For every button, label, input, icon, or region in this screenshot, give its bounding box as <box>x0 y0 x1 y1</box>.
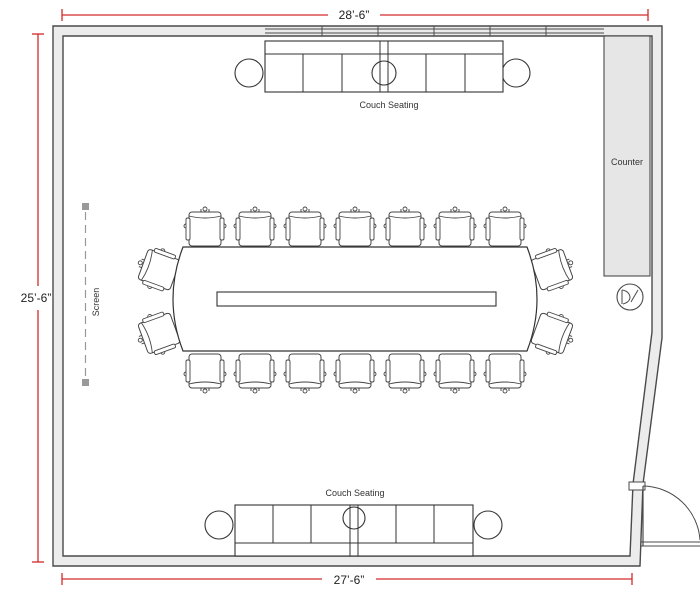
table-center-strip <box>216 291 497 307</box>
chair <box>433 206 477 247</box>
chair <box>183 206 227 247</box>
chairs-bottom-row <box>183 353 527 394</box>
chair <box>333 353 377 394</box>
chair <box>383 206 427 247</box>
chair <box>283 206 327 247</box>
dimension-bottom-label: 27’-6” <box>334 573 365 587</box>
projection-screen <box>82 203 89 386</box>
couch-bottom <box>204 504 503 557</box>
chair <box>483 206 527 247</box>
couch-bottom-label: Couch Seating <box>325 488 384 498</box>
chair <box>283 353 327 394</box>
counter-label: Counter <box>611 157 643 167</box>
chair <box>233 353 277 394</box>
chair <box>333 206 377 247</box>
chair <box>183 353 227 394</box>
chair <box>433 353 477 394</box>
chair <box>233 206 277 247</box>
dimension-left-label: 25’-6” <box>21 291 52 305</box>
chairs-top-row <box>183 206 527 247</box>
counter <box>603 35 651 277</box>
couch-top <box>234 40 531 93</box>
door <box>628 481 700 547</box>
chair <box>483 353 527 394</box>
dimension-top-label: 28’-6” <box>339 8 370 22</box>
screen-label: Screen <box>91 288 101 317</box>
couch-top-label: Couch Seating <box>359 100 418 110</box>
bin-icon <box>616 283 644 311</box>
chair <box>383 353 427 394</box>
